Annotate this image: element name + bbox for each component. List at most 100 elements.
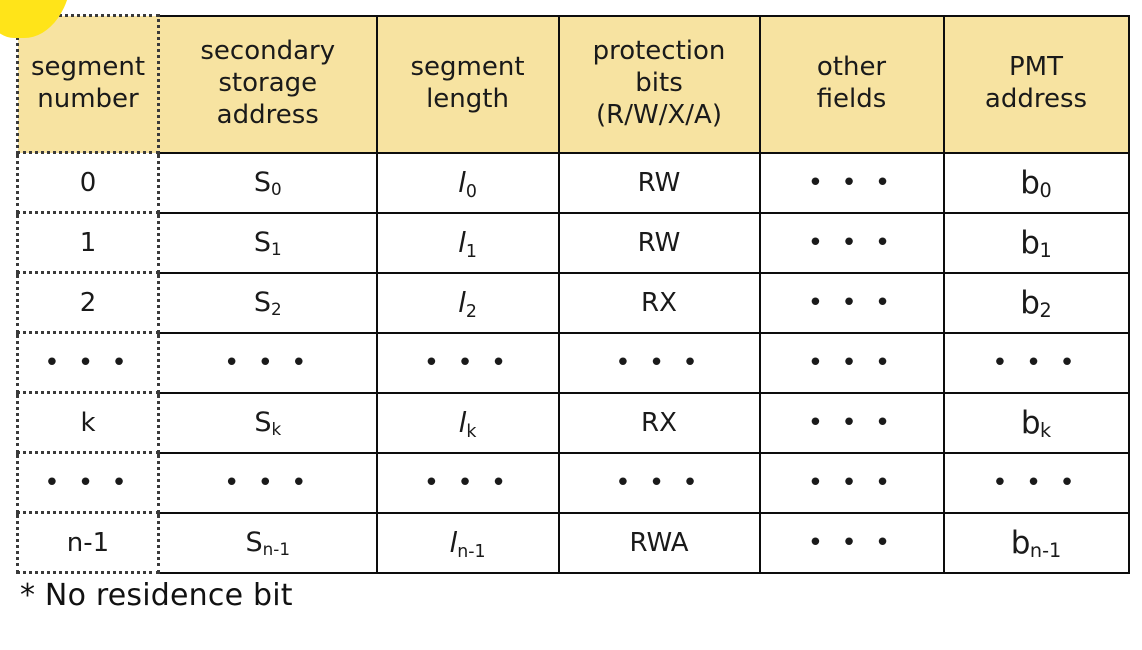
cell-protection-bits: • • • [557, 451, 761, 514]
cell-secondary-storage-address: • • • [157, 331, 378, 394]
table-row: 2 S2 l2 RX • • • b2 [16, 271, 1130, 334]
cell-secondary-storage-address: S0 [157, 151, 378, 214]
cell-pmt-address-value: bk [1020, 404, 1052, 443]
cell-segment-number: • • • [16, 451, 160, 514]
cell-protection-bits-value: RW [637, 227, 681, 258]
cell-other-fields: • • • [758, 511, 945, 574]
table-row: 1 S1 l1 RW • • • b1 [16, 211, 1130, 274]
cell-pmt-address: • • • [942, 331, 1130, 394]
cell-protection-bits-value: • • • [615, 467, 703, 498]
column-header-other-fields: other fields [758, 14, 945, 154]
cell-protection-bits: RX [557, 271, 761, 334]
cell-segment-length-value: l2 [458, 286, 477, 322]
cell-protection-bits: RW [557, 211, 761, 274]
header-line: fields [816, 84, 887, 114]
cell-secondary-storage-address-value: Sn-1 [245, 527, 290, 560]
cell-protection-bits: RWA [557, 511, 761, 574]
header-row: segment number secondary storage address… [16, 14, 1130, 154]
header-line: other [816, 52, 887, 83]
cell-segment-length: l0 [375, 151, 560, 214]
cell-segment-length-value: lk [458, 406, 477, 442]
column-header-secondary-storage-address: secondary storage address [157, 14, 378, 154]
header-line: bits [635, 68, 683, 99]
cell-segment-number-value: 0 [79, 167, 97, 198]
cell-segment-length-value: • • • [423, 347, 512, 378]
cell-other-fields-value: • • • [807, 167, 896, 198]
cell-pmt-address-value: b2 [1020, 284, 1052, 323]
cell-segment-number-value: • • • [44, 347, 132, 378]
cell-protection-bits-value: RWA [629, 527, 689, 558]
column-header-protection-bits: protection bits (R/W/X/A) [557, 14, 761, 154]
cell-protection-bits-value: RX [641, 407, 677, 438]
cell-segment-length-value: l0 [458, 166, 477, 202]
cell-secondary-storage-address-value: • • • [223, 467, 312, 498]
cell-segment-number: 0 [16, 151, 160, 214]
cell-segment-number-value: 2 [79, 287, 97, 318]
cell-segment-length-value: l1 [458, 226, 477, 262]
cell-other-fields: • • • [758, 211, 945, 274]
cell-protection-bits: • • • [557, 331, 761, 394]
header-line: number [37, 84, 139, 114]
header-line: segment [410, 52, 525, 83]
cell-segment-length: l1 [375, 211, 560, 274]
header-line: length [426, 84, 509, 114]
cell-segment-length: • • • [375, 331, 560, 394]
cell-segment-number: 2 [16, 271, 160, 334]
header-line: PMT [1009, 52, 1063, 83]
cell-secondary-storage-address-value: S2 [253, 287, 282, 320]
cell-segment-length: • • • [375, 451, 560, 514]
header-line: storage [218, 68, 318, 99]
cell-pmt-address: b0 [942, 151, 1130, 214]
cell-other-fields: • • • [758, 151, 945, 214]
cell-pmt-address: b2 [942, 271, 1130, 334]
header-line: address [216, 99, 319, 130]
cell-other-fields-value: • • • [807, 227, 896, 258]
cell-segment-length: lk [375, 391, 560, 454]
cell-segment-number: • • • [16, 331, 160, 394]
cell-other-fields-value: • • • [807, 287, 896, 318]
cell-protection-bits-value: • • • [615, 347, 703, 378]
header-line: secondary [200, 36, 336, 67]
cell-segment-number: k [16, 391, 160, 454]
cell-pmt-address-value: b1 [1020, 224, 1052, 263]
table-row: 0 S0 l0 RW • • • b0 [16, 151, 1130, 214]
cell-secondary-storage-address: Sk [157, 391, 378, 454]
cell-protection-bits: RW [557, 151, 761, 214]
cell-pmt-address-value: • • • [992, 467, 1080, 498]
table-header: segment number secondary storage address… [16, 14, 1130, 154]
cell-other-fields-value: • • • [807, 407, 896, 438]
cell-secondary-storage-address-value: • • • [223, 347, 312, 378]
segment-table-container: segment number secondary storage address… [16, 14, 1130, 574]
cell-pmt-address: • • • [942, 451, 1130, 514]
cell-pmt-address: bk [942, 391, 1130, 454]
segment-table: segment number secondary storage address… [16, 14, 1130, 574]
cell-secondary-storage-address: Sn-1 [157, 511, 378, 574]
cell-segment-number-value: k [80, 407, 96, 438]
table-row: • • • • • • • • • • • • • • • • • • [16, 451, 1130, 514]
cell-pmt-address-value: • • • [992, 347, 1080, 378]
cell-secondary-storage-address: S1 [157, 211, 378, 274]
column-header-pmt-address: PMT address [942, 14, 1130, 154]
cell-other-fields: • • • [758, 391, 945, 454]
footnote-no-residence-bit: * No residence bit [20, 578, 293, 613]
cell-protection-bits: RX [557, 391, 761, 454]
cell-other-fields: • • • [758, 451, 945, 514]
cell-segment-number-value: n-1 [66, 527, 110, 558]
cell-pmt-address-value: b0 [1020, 164, 1052, 203]
cell-secondary-storage-address-value: S0 [253, 167, 282, 200]
cell-segment-length: ln-1 [375, 511, 560, 574]
cell-other-fields-value: • • • [807, 347, 896, 378]
header-line: protection [592, 36, 726, 67]
header-line: address [984, 84, 1088, 114]
cell-other-fields: • • • [758, 271, 945, 334]
cell-segment-number-value: 1 [79, 227, 97, 258]
cell-protection-bits-value: RW [637, 167, 681, 198]
cell-pmt-address-value: bn-1 [1010, 524, 1062, 563]
cell-protection-bits-value: RX [641, 287, 677, 318]
header-line: (R/W/X/A) [596, 99, 722, 130]
table-row: n-1 Sn-1 ln-1 RWA • • • bn-1 [16, 511, 1130, 574]
cell-secondary-storage-address: • • • [157, 451, 378, 514]
cell-pmt-address: b1 [942, 211, 1130, 274]
cell-other-fields-value: • • • [807, 467, 896, 498]
